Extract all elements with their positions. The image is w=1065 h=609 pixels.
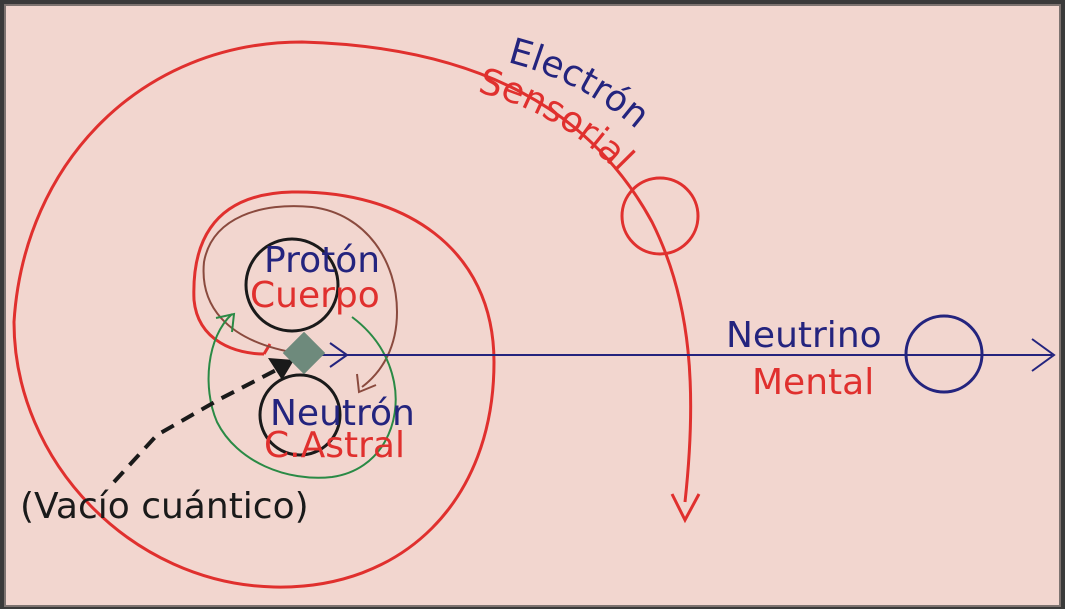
neutron-orbit-green	[207, 313, 397, 479]
proton-label: Protón	[264, 240, 380, 281]
diagram-frame: Electrón Sensorial Protón Cuerpo Neutrin…	[4, 4, 1061, 607]
astral-label: C.Astral	[264, 425, 405, 466]
particle-diagram: Electrón Sensorial Protón Cuerpo Neutrin…	[12, 31, 1056, 589]
brown-arrowhead	[356, 373, 377, 394]
neutrino-circle	[904, 314, 984, 394]
neutrino-label: Neutrino	[726, 315, 882, 356]
neutron-circle	[258, 373, 342, 457]
neutrino-small-arrowhead	[329, 342, 349, 368]
neutron-label: Neutrón	[270, 393, 415, 434]
proton-circle	[244, 237, 340, 333]
electron-circle	[620, 176, 700, 256]
vacuum-arrowhead	[268, 358, 294, 380]
electron-orbit-spiral	[12, 40, 693, 589]
proton-orbit-brown	[202, 205, 399, 388]
vacuum-dashed-arrow	[112, 364, 285, 484]
neutrino-arrowhead	[1031, 338, 1056, 372]
electron-arrowhead	[670, 493, 701, 524]
vacuum-label: (Vacío cuántico)	[20, 486, 309, 527]
green-arrowhead	[215, 312, 236, 333]
cuerpo-label: Cuerpo	[250, 275, 380, 316]
quantum-vacuum-diamond	[282, 331, 326, 375]
mental-label: Mental	[752, 362, 874, 403]
